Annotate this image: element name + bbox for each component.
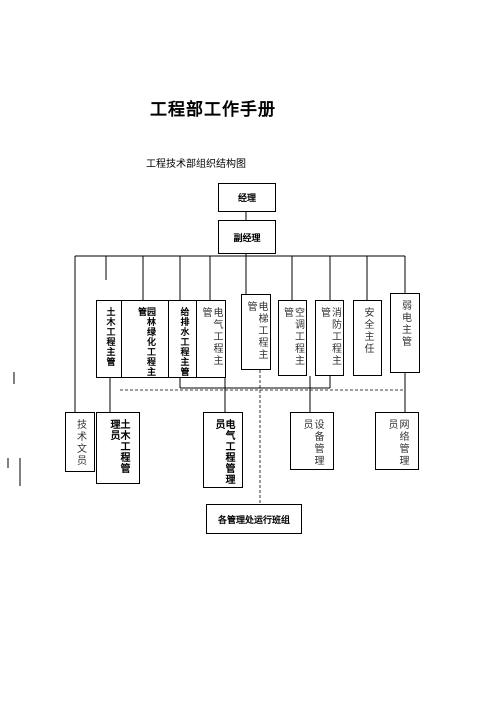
civil-admin-label: 土木工程管理员 <box>108 419 129 474</box>
weak-current-supervisor-box: 弱电主管 <box>390 293 420 373</box>
deputy-box: 副经理 <box>218 220 276 254</box>
equipment-admin-box: 设备管理员 <box>290 412 334 470</box>
operations-team-box: 各管理处运行班组 <box>206 504 302 534</box>
network-admin-label: 网络管理员 <box>386 419 408 467</box>
elevator-supervisor-box: 电梯工程主管 <box>241 294 271 370</box>
equipment-admin-label: 设备管理员 <box>301 419 323 467</box>
elevator-supervisor-label: 电梯工程主管 <box>245 301 267 361</box>
tech-clerk-label: 技术文员 <box>74 419 86 467</box>
fire-supervisor-box: 消防工程主管 <box>315 300 344 376</box>
manager-label: 经理 <box>237 194 256 204</box>
civil-supervisor-box: 土木工程主管 <box>96 300 122 378</box>
weak-current-supervisor-label: 弱电主管 <box>399 300 411 348</box>
operations-team-label: 各管理处运行班组 <box>217 515 290 526</box>
deputy-label: 副经理 <box>233 233 261 244</box>
hvac-supervisor-label: 空调工程主管 <box>281 307 304 367</box>
hvac-supervisor-box: 空调工程主管 <box>278 300 307 376</box>
civil-admin-box: 土木工程管理员 <box>96 412 140 484</box>
electrical-admin-label: 电气工程管理员 <box>213 419 234 485</box>
network-admin-box: 网络管理员 <box>375 412 419 470</box>
greening-supervisor-label: 园林绿化工程主管 <box>136 307 155 377</box>
drainage-supervisor-box: 给排水工程主管 <box>168 300 198 378</box>
electrical-supervisor-box: 电气工程主管 <box>196 300 226 378</box>
safety-officer-label: 安全主任 <box>362 307 373 355</box>
electrical-admin-box: 电气工程管理员 <box>203 412 243 488</box>
drainage-supervisor-label: 给排水工程主管 <box>178 307 189 377</box>
manager-box: 经理 <box>218 183 276 212</box>
civil-supervisor-label: 土木工程主管 <box>104 307 115 367</box>
tech-clerk-box: 技术文员 <box>65 412 95 472</box>
electrical-supervisor-label: 电气工程主管 <box>200 307 222 367</box>
chart-subtitle: 工程技术部组织结构图 <box>146 159 246 170</box>
fire-supervisor-label: 消防工程主管 <box>318 307 341 367</box>
greening-supervisor-box: 园林绿化工程主管 <box>121 300 169 378</box>
page-title: 工程部工作手册 <box>150 100 276 120</box>
safety-officer-box: 安全主任 <box>353 300 382 376</box>
